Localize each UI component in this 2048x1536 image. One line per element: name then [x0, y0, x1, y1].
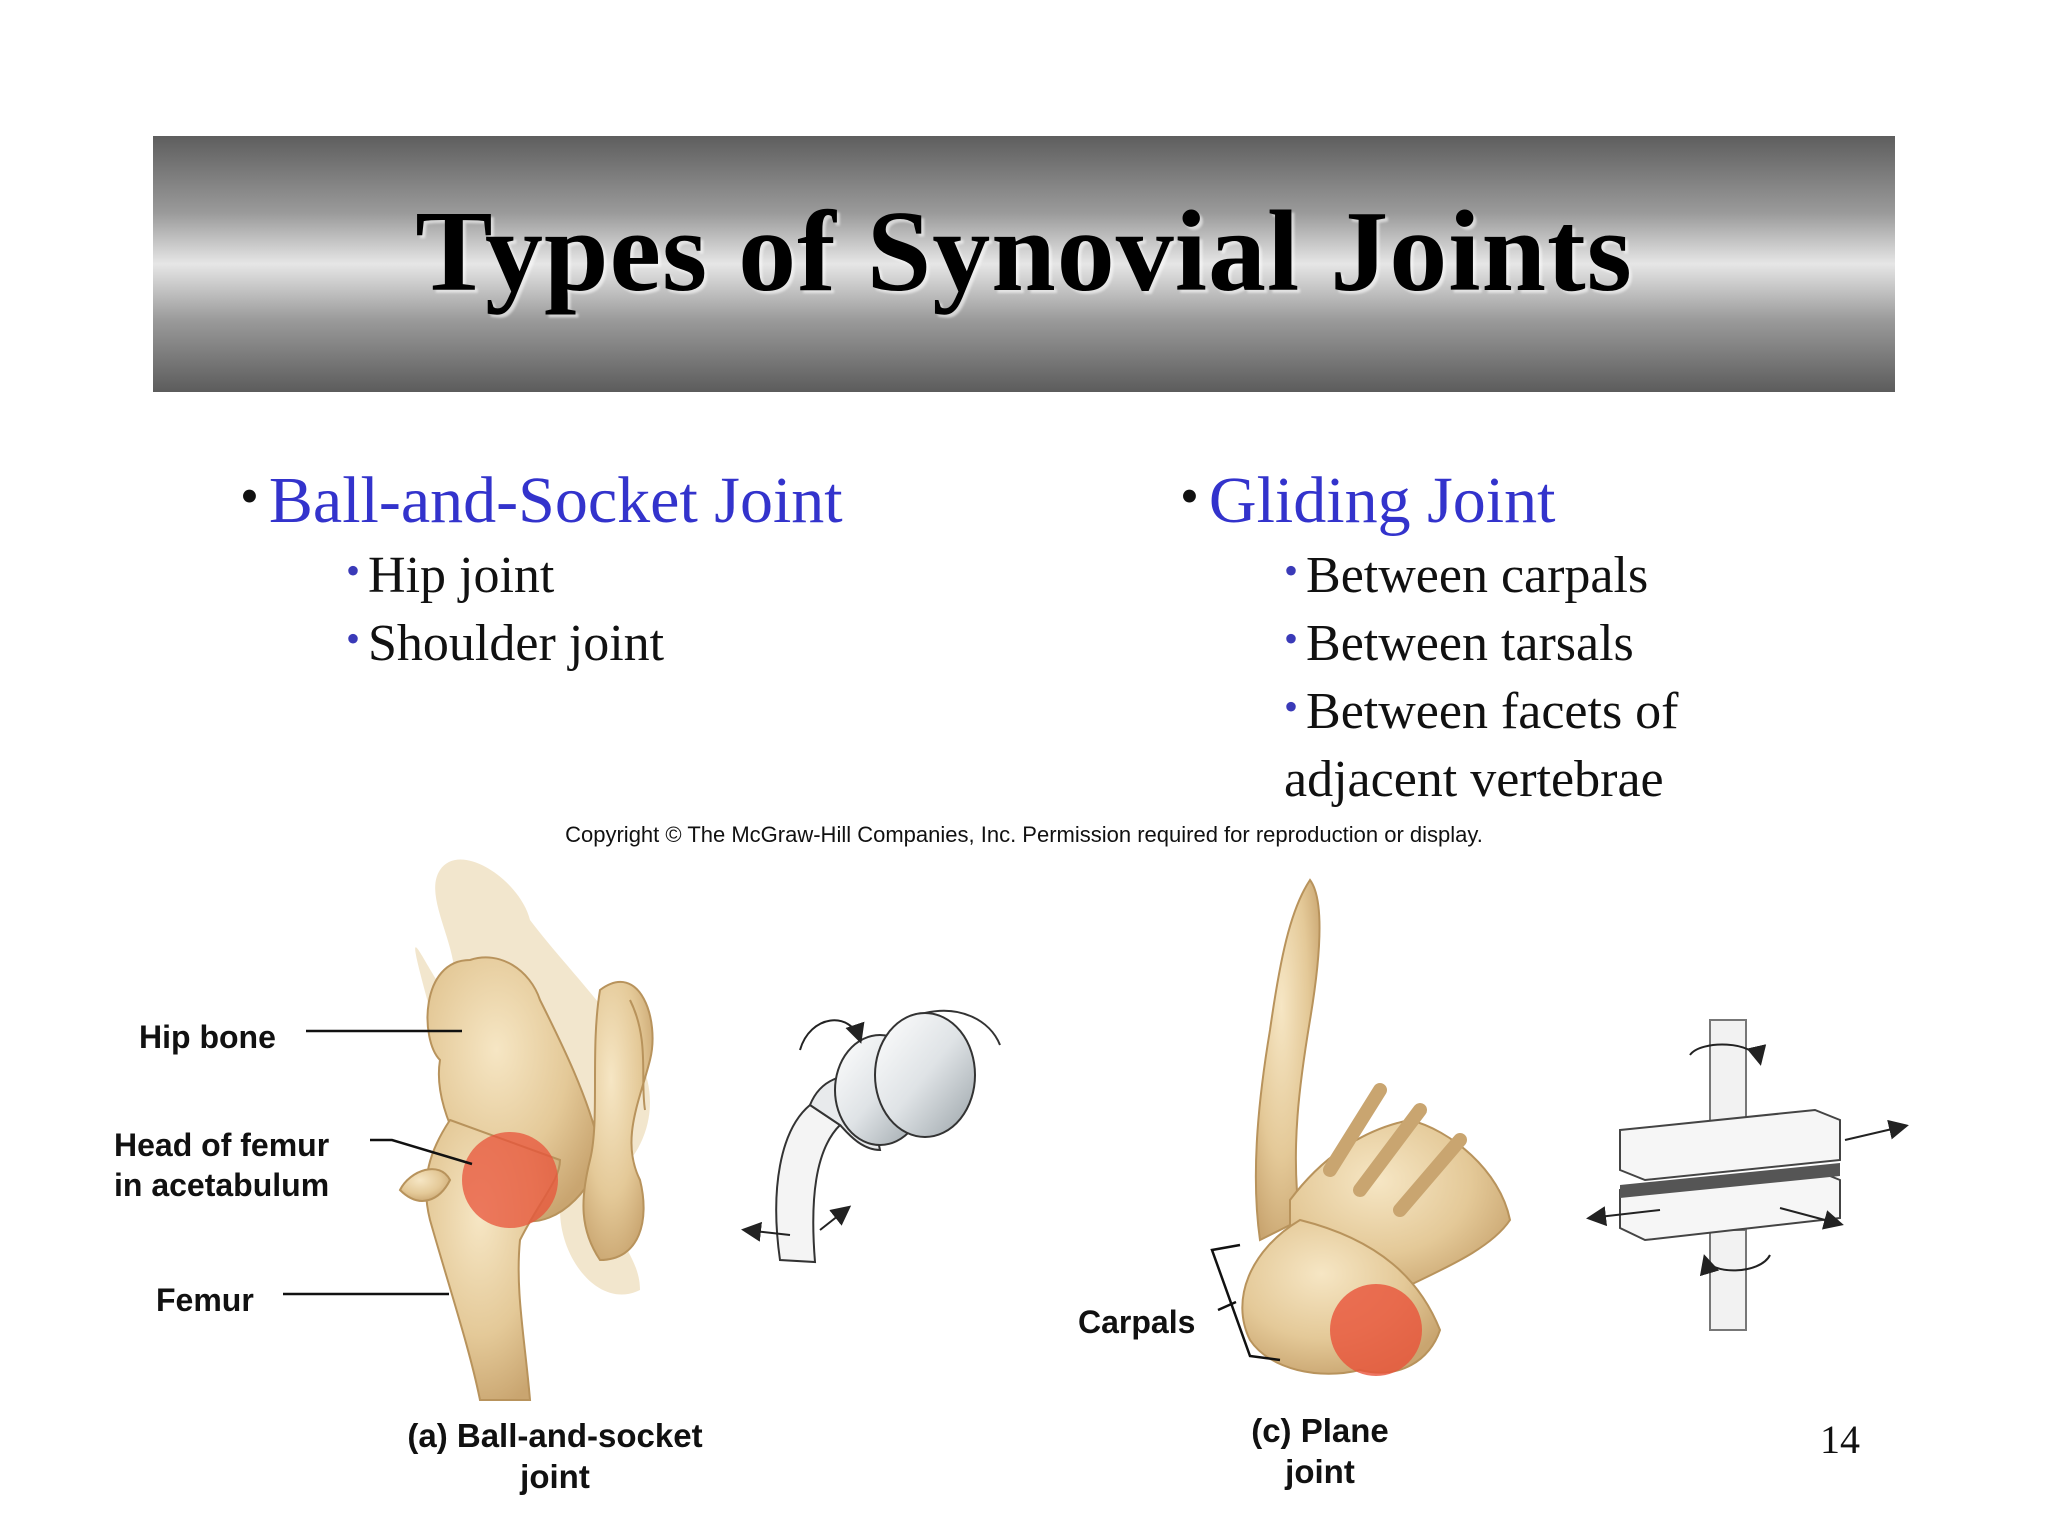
list-item-text: Hip joint	[368, 547, 555, 604]
label-femur: Femur	[156, 1282, 254, 1318]
list-item-continuation: adjacent vertebrae	[1284, 751, 1664, 808]
bullet-ball-socket: •Ball-and-Socket Joint	[240, 468, 843, 534]
caption-line2: joint	[1285, 1453, 1355, 1491]
list-item-text: Shoulder joint	[368, 615, 665, 672]
bullet-dot-icon: •	[1180, 466, 1199, 526]
slide-title: Types of Synovial Joints	[415, 188, 1633, 316]
caption-line2: joint	[520, 1458, 590, 1496]
page-number: 14	[1820, 1417, 1860, 1462]
bullet-dot-icon: •	[1284, 684, 1299, 729]
copyright-notice: Copyright © The McGraw-Hill Companies, I…	[565, 822, 1483, 847]
bullet-dot-icon: •	[1284, 616, 1299, 661]
caption-line1: (a) Ball-and-socket	[407, 1417, 703, 1454]
title-banner: Types of Synovial Joints	[153, 136, 1895, 392]
list-item-text: Between carpals	[1306, 547, 1649, 604]
bullet-dot-icon: •	[240, 466, 259, 526]
list-item: •Hip joint	[346, 550, 554, 602]
heading-gliding: Gliding Joint	[1208, 464, 1556, 537]
bullet-gliding: •Gliding Joint	[1180, 468, 1555, 534]
list-item: •Shoulder joint	[346, 618, 664, 670]
label-head-femur: Head of femur in acetabulum	[114, 1125, 329, 1205]
list-item-text: Between tarsals	[1306, 615, 1634, 672]
plane-joint-model	[1586, 1019, 1909, 1331]
list-item-text: Between facets of	[1306, 683, 1679, 740]
caption-ball-socket: (a) Ball-and-socket joint	[380, 1415, 730, 1498]
caption-plane: (c) Plane joint	[1200, 1410, 1440, 1493]
bullet-dot-icon: •	[346, 548, 361, 593]
bullet-dot-icon: •	[1284, 548, 1299, 593]
ball-socket-model	[741, 1009, 1001, 1264]
list-item: •Between tarsals	[1284, 618, 1634, 670]
hip-illustration	[398, 859, 654, 1401]
list-item: •Between facets of	[1284, 686, 1679, 738]
label-head-femur-line2: in acetabulum	[114, 1167, 330, 1203]
label-carpals: Carpals	[1078, 1304, 1196, 1340]
label-head-femur-line1: Head of femur	[114, 1127, 330, 1163]
bullet-dot-icon: •	[346, 616, 361, 661]
list-item: •Between carpals	[1284, 550, 1648, 602]
caption-line1: (c) Plane	[1251, 1412, 1389, 1449]
hand-illustration	[1210, 878, 1512, 1376]
heading-ball-socket: Ball-and-Socket Joint	[268, 464, 843, 537]
label-hip-bone: Hip bone	[139, 1019, 276, 1055]
